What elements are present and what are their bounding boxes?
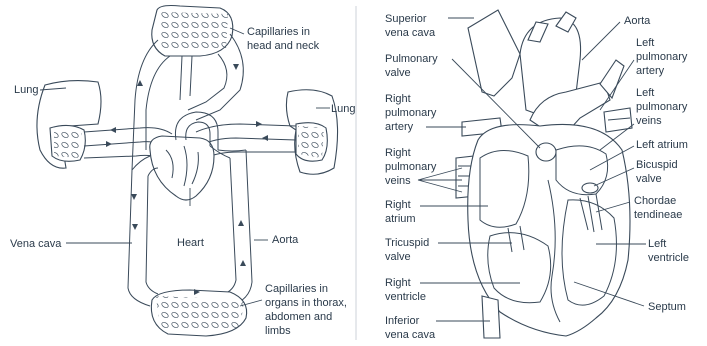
label-right-ventricle-2: ventricle <box>385 291 426 303</box>
leader-aorta-right <box>582 22 620 60</box>
label-chordae-tendineae-2: tendineae <box>634 209 682 221</box>
label-lung-left: Lung <box>14 84 38 96</box>
heart-shape <box>150 136 214 200</box>
vessel-head-down-right-inner <box>188 54 227 110</box>
label-aorta: Aorta <box>272 234 299 246</box>
label-right-atrium-2: atrium <box>385 213 416 225</box>
pulmonary-vessel-left-upper <box>84 128 172 134</box>
arrow-vena-cava-2 <box>131 194 137 200</box>
label-left-pulmonary-artery-2: pulmonary <box>636 51 688 63</box>
label-superior-vena-cava-2: vena cava <box>385 27 436 39</box>
left-lung-capillary-mesh <box>54 130 82 158</box>
label-inferior-vena-cava-2: vena cava <box>385 329 436 341</box>
label-left-pulmonary-artery-1: Left <box>636 37 654 49</box>
label-capillaries-organs-4: limbs <box>265 325 291 337</box>
bicuspid-valve-ring <box>582 183 598 193</box>
arrow-aorta-1 <box>238 220 244 226</box>
label-left-pulmonary-veins-2: pulmonary <box>636 101 688 113</box>
arrow-lung-right <box>256 121 262 127</box>
label-septum: Septum <box>648 301 686 313</box>
label-capillaries-head-1: Capillaries in <box>247 26 310 38</box>
label-right-pulmonary-artery-2: pulmonary <box>385 107 437 119</box>
label-right-ventricle-1: Right <box>385 277 411 289</box>
label-pulmonary-valve-2: valve <box>385 67 411 79</box>
head-capillary-mesh <box>160 12 228 52</box>
label-capillaries-organs-1: Capillaries in <box>265 283 328 295</box>
pulmonary-vessel-right-lower <box>200 138 296 146</box>
label-capillaries-head-2: head and neck <box>247 40 320 52</box>
vessel-neck-inner <box>180 56 192 100</box>
label-left-ventricle-1: Left <box>648 238 666 250</box>
label-left-pulmonary-veins-1: Left <box>636 87 654 99</box>
label-aorta-right: Aorta <box>624 15 651 27</box>
organs-capillary-mesh <box>156 296 244 330</box>
pulmonary-valve-ring <box>536 143 556 161</box>
label-tricuspid-valve-1: Tricuspid <box>385 237 429 249</box>
label-left-ventricle-2: ventricle <box>648 252 689 264</box>
label-left-atrium: Left atrium <box>636 139 688 151</box>
arrow-lung-left-2 <box>106 141 112 147</box>
label-right-pulmonary-artery-3: artery <box>385 121 414 133</box>
label-inferior-vena-cava-1: Inferior <box>385 315 420 327</box>
arrow-lung-right-2 <box>262 135 268 141</box>
arrow-lung-left <box>110 127 116 133</box>
arrow-head-2 <box>233 64 239 70</box>
label-right-pulmonary-artery-1: Right <box>385 93 411 105</box>
vena-cava-inner <box>146 176 158 294</box>
right-lung-capillary-mesh <box>298 126 324 158</box>
arrow-vena-cava-1 <box>132 224 138 230</box>
label-bicuspid-valve-1: Bicuspid <box>636 159 678 171</box>
systemic-circulation-diagram: Lung Lung Capillaries in head and neck H… <box>10 6 355 338</box>
inferior-vena-cava <box>482 296 500 338</box>
label-pulmonary-valve-1: Pulmonary <box>385 53 438 65</box>
label-superior-vena-cava-1: Superior <box>385 13 427 25</box>
label-heart: Heart <box>177 237 204 249</box>
arrow-aorta-2 <box>240 260 246 266</box>
label-right-pulmonary-veins-2: pulmonary <box>385 161 437 173</box>
pulmonary-vessel-right-upper <box>196 124 296 132</box>
heart-anatomy-diagram: Superior vena cava Pulmonary valve Right… <box>385 10 689 341</box>
label-left-pulmonary-artery-3: artery <box>636 65 665 77</box>
label-bicuspid-valve-2: valve <box>636 173 662 185</box>
label-chordae-tendineae-1: Chordae <box>634 195 676 207</box>
leader-right-pulmonary-veins-3 <box>418 180 462 192</box>
label-right-atrium-1: Right <box>385 199 411 211</box>
label-capillaries-organs-3: abdomen and <box>265 311 332 323</box>
label-lung-right: Lung <box>331 103 355 115</box>
label-vena-cava: Vena cava <box>10 238 62 250</box>
aorta-inner <box>224 158 236 294</box>
label-right-pulmonary-veins-1: Right <box>385 147 411 159</box>
label-left-pulmonary-veins-3: veins <box>636 115 662 127</box>
label-right-pulmonary-veins-3: veins <box>385 175 411 187</box>
label-tricuspid-valve-2: valve <box>385 251 411 263</box>
label-capillaries-organs-2: organs in thorax, <box>265 297 347 309</box>
